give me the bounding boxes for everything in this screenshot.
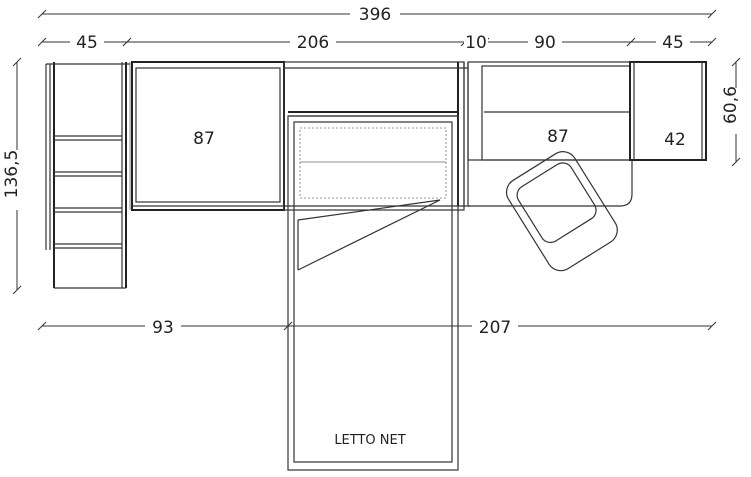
bed-label: LETTO NET [334, 433, 405, 448]
ladder-unit [45, 62, 131, 289]
dim-seg-middle: 206 [297, 33, 329, 53]
height-right-dimension: 60,6 [721, 57, 748, 167]
middle-module [283, 61, 469, 211]
dim-overall-width: 396 [359, 5, 391, 25]
left-module-depth-label: 87 [193, 129, 215, 149]
dim-seg-left: 45 [76, 33, 98, 53]
dim-height-right: 60,6 [721, 86, 741, 124]
dim-seg-far-right: 45 [662, 33, 684, 53]
bottom-dimensions: 93 207 [37, 316, 717, 338]
overall-width-dimension: 396 [37, 4, 717, 25]
right-module-depth-label: 87 [547, 127, 569, 147]
dim-bottom-right: 207 [479, 318, 511, 338]
segment-dimensions: 45 206 10 90 45 [37, 33, 717, 53]
bed: LETTO NET [287, 115, 459, 471]
dim-seg-right: 90 [534, 33, 556, 53]
desk-chair [505, 151, 618, 272]
left-module: 87 [131, 61, 470, 211]
dim-height-left: 136,5 [2, 150, 22, 199]
dim-bottom-left: 93 [152, 318, 174, 338]
dim-seg-gap: 10 [465, 33, 487, 53]
end-module-depth-label: 42 [664, 130, 686, 150]
end-module: 42 [629, 61, 707, 161]
height-left-dimension: 136,5 [2, 57, 28, 295]
right-module: 87 [467, 61, 633, 207]
